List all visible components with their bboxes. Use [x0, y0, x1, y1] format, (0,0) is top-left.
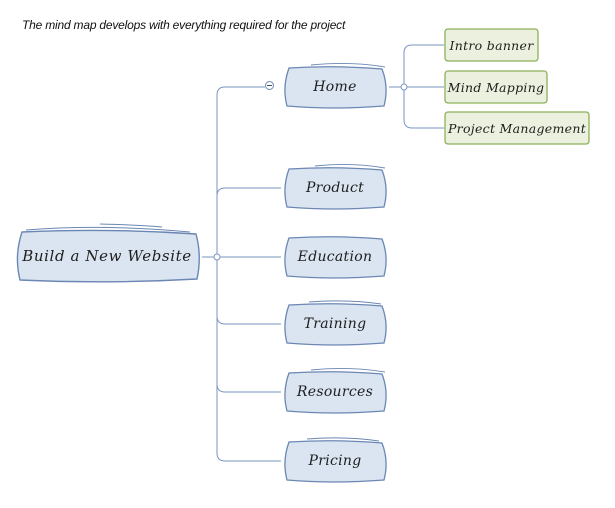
leaf-node-intro-banner[interactable]: Intro banner — [444, 28, 539, 62]
root-node[interactable]: Build a New Website — [12, 223, 202, 284]
branch-node-training[interactable]: Training — [281, 300, 389, 347]
branch-node-product[interactable]: Product — [281, 163, 389, 211]
branch-node-label: Pricing — [308, 453, 362, 469]
branch-node-resources[interactable]: Resources — [281, 367, 389, 415]
branch-node-label: Education — [297, 249, 373, 265]
connector-training — [216, 315, 281, 325]
leaf-node-label: Intro banner — [449, 37, 534, 53]
branch-node-home[interactable]: Home — [281, 62, 389, 110]
minus-circle-icon[interactable] — [265, 81, 274, 90]
leaf-node-project-management[interactable]: Project Management — [444, 111, 590, 145]
branch-node-pricing[interactable]: Pricing — [281, 437, 389, 484]
root-junction-dot — [213, 253, 221, 261]
branch-node-education[interactable]: Education — [281, 234, 389, 280]
connector-resources — [216, 383, 281, 393]
home-junction-dot — [400, 83, 408, 91]
branch-node-label: Resources — [296, 384, 374, 400]
connector-trunk — [216, 86, 226, 462]
connector-leaf-trunk — [403, 44, 413, 129]
connector-product — [216, 187, 281, 197]
branch-node-label: Training — [303, 316, 367, 332]
leaf-node-label: Mind Mapping — [447, 79, 545, 95]
root-node-label: Build a New Website — [22, 247, 192, 265]
leaf-node-mind-mapping[interactable]: Mind Mapping — [444, 70, 548, 104]
diagram-caption: The mind map develops with everything re… — [22, 18, 346, 32]
branch-node-label: Home — [313, 79, 357, 95]
leaf-node-label: Project Management — [447, 120, 587, 136]
branch-node-label: Product — [305, 180, 365, 196]
